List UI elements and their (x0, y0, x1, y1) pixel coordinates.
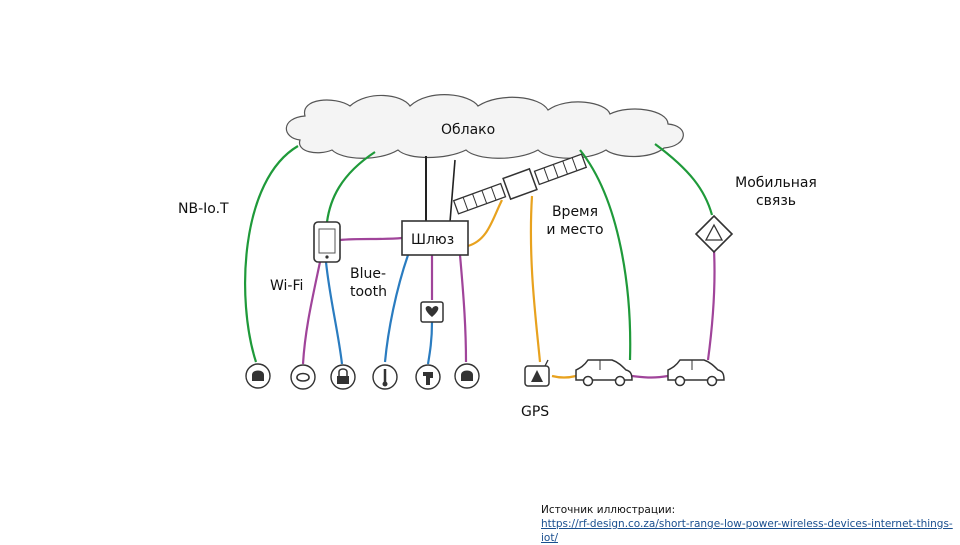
wifi-line-heart-faucet (426, 321, 434, 365)
bt-line-gateway-bell (458, 254, 468, 363)
nbiot-line-warning (654, 143, 714, 216)
thermometer-icon (372, 364, 398, 390)
car-icon (667, 359, 725, 387)
source-credit: Источник иллюстрации: https://rf-design.… (541, 503, 960, 545)
bluetooth-label-line2: tooth (350, 284, 387, 300)
time-place-label-line1: Время (551, 204, 599, 220)
wired-line-gateway-satellite (449, 159, 456, 223)
gps-line-gateway-satellite (467, 199, 503, 248)
gateway-label: Шлюз (411, 232, 455, 248)
cloud-label: Облако (441, 122, 496, 138)
faucet-icon (415, 364, 441, 390)
wifi-line-gateway-thermo (383, 254, 410, 363)
bt-line-cars (631, 374, 669, 379)
heart-monitor-icon (420, 301, 444, 323)
bluetooth-label: Blue- tooth (350, 265, 387, 301)
alarm-bell-icon (245, 363, 271, 389)
nbiot-line-right (579, 149, 632, 361)
bt-line-phone-gateway (339, 236, 403, 242)
source-caption: Источник иллюстрации: (541, 504, 676, 516)
bluetooth-label-line1: Blue- (350, 266, 387, 282)
nbiot-line-left (244, 145, 299, 363)
time-place-label: Время и место (540, 203, 610, 239)
mobile-label-line2: связь (755, 193, 797, 209)
time-place-label-line2: и место (546, 222, 604, 238)
lock-icon (330, 364, 356, 390)
fitness-icon (290, 364, 316, 390)
gps-line-tracker-car (551, 374, 577, 379)
gateway-box-icon (401, 220, 469, 256)
tracker-icon (524, 359, 550, 387)
satellite-icon (452, 153, 588, 215)
bt-line-phone-fitness (301, 261, 322, 365)
alarm-bell-icon (454, 363, 480, 389)
smartphone-icon (313, 221, 341, 263)
nbiot-label: NB-Io.T (178, 201, 229, 217)
warning-sign-icon (694, 214, 734, 254)
gps-label: GPS (521, 404, 550, 420)
nbiot-line-phone (325, 151, 376, 223)
gps-line-satellite-tracker (529, 195, 542, 363)
car-icon (575, 359, 633, 387)
source-link[interactable]: https://rf-design.co.za/short-range-low-… (541, 518, 953, 544)
mobile-label: Мобильная связь (725, 174, 827, 210)
bt-line-warning-car (706, 249, 716, 361)
wifi-line-phone-lock (324, 261, 344, 365)
wifi-label: Wi-Fi (270, 278, 304, 294)
cloud-icon (285, 94, 684, 159)
mobile-label-line1: Мобильная (735, 175, 817, 191)
